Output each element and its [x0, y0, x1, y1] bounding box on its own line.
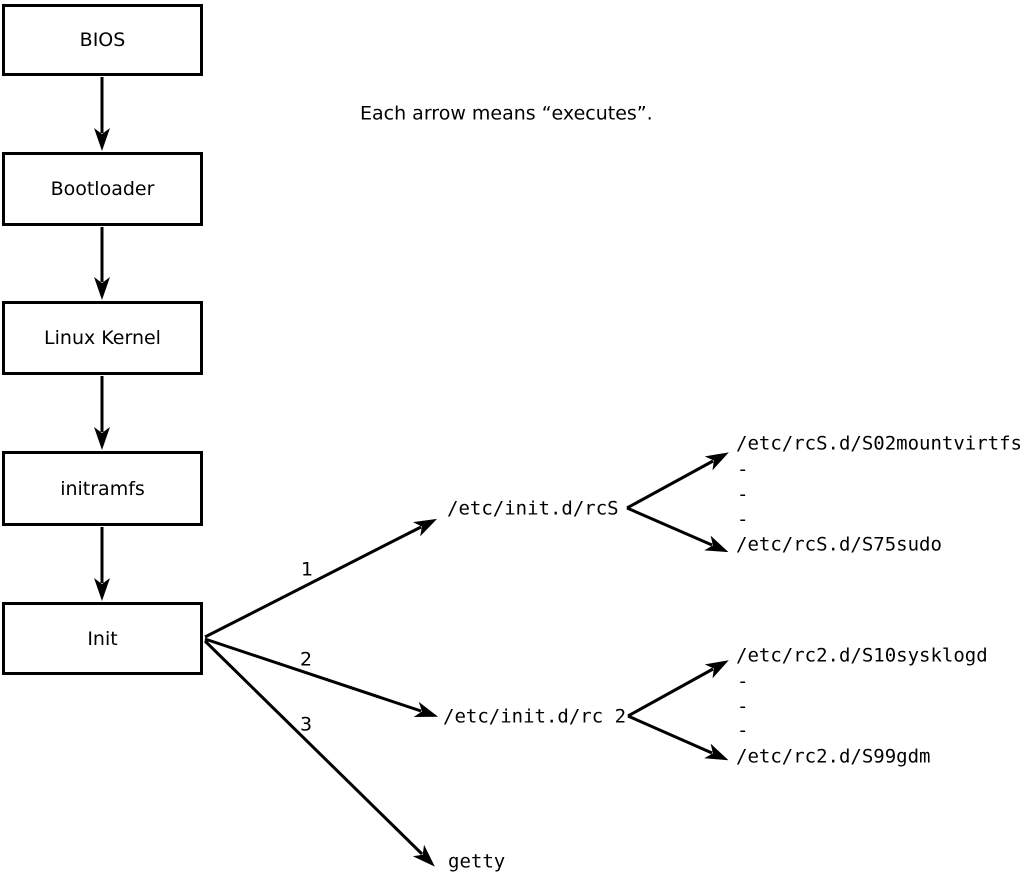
arrow-rcS-to-s75sudo [626, 506, 729, 553]
label-rcSd-s02mountvirtfs: /etc/rcS.d/S02mountvirtfs [736, 432, 1022, 455]
label-rc2d-ellipsis-dash-2: - [737, 695, 749, 718]
box-bios-label: BIOS [79, 29, 126, 51]
box-initramfs: initramfs [2, 451, 203, 526]
box-bios: BIOS [2, 4, 203, 76]
box-linux-kernel: Linux Kernel [2, 301, 203, 375]
label-rc2d-ellipsis-dash-1: - [737, 670, 749, 693]
label-getty: getty [448, 850, 506, 873]
arrow-order-1: 1 [301, 558, 314, 581]
label-rc2d-s99gdm: /etc/rc2.d/S99gdm [736, 745, 931, 768]
box-init-label: Init [87, 627, 118, 650]
arrow-init-to-rc2 [204, 637, 439, 718]
arrow-rc2-to-s99gdm [627, 714, 729, 761]
label-rcSd-ellipsis-dash-3: - [737, 508, 749, 531]
arrow-init-to-getty [203, 639, 435, 867]
label-rcSd-ellipsis-dash-2: - [737, 483, 749, 506]
label-etc-initd-rc2: /etc/init.d/rc 2 [443, 705, 627, 728]
box-linux-kernel-label: Linux Kernel [44, 327, 161, 349]
note-executes: Each arrow means “executes”. [360, 102, 653, 125]
box-bootloader-label: Bootloader [50, 178, 155, 200]
label-rc2d-ellipsis-dash-3: - [737, 719, 749, 742]
arrow-rc2-to-s10sysklogd [627, 660, 729, 718]
label-rc2d-s10sysklogd: /etc/rc2.d/S10sysklogd [736, 644, 988, 667]
box-initramfs-label: initramfs [60, 477, 145, 500]
arrow-order-3: 3 [300, 713, 313, 736]
box-bootloader: Bootloader [2, 152, 203, 226]
arrow-order-2: 2 [300, 648, 313, 671]
arrow-rcS-to-s02mountvirtfs [626, 452, 729, 510]
arrow-init-to-rcS [204, 518, 438, 639]
label-rcSd-s75sudo: /etc/rcS.d/S75sudo [736, 533, 942, 556]
label-etc-initd-rcS: /etc/init.d/rcS [447, 497, 619, 520]
label-rcSd-ellipsis-dash-1: - [737, 458, 749, 481]
box-init: Init [2, 602, 203, 675]
